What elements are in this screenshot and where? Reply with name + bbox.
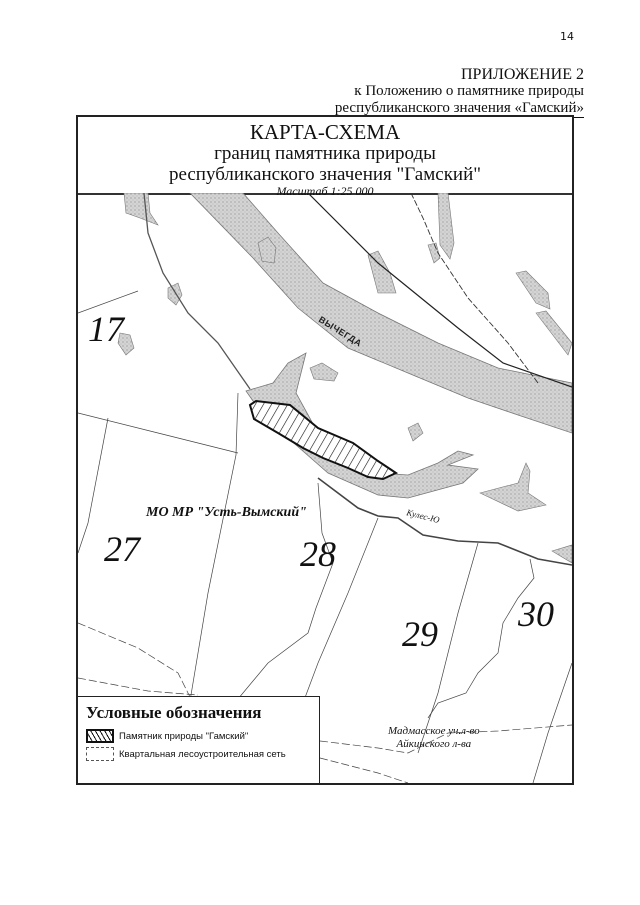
map-graphic: ВЫЧЕГДА Кулес-Ю: [78, 193, 572, 783]
page-number: 14: [560, 30, 574, 43]
legend: Условные обозначения Памятник природы "Г…: [78, 696, 320, 783]
map-frame: КАРТА-СХЕМА границ памятника природы рес…: [76, 115, 574, 785]
dashed-outline-icon: [86, 747, 114, 761]
river-vychegda: [189, 193, 572, 434]
appendix-line-2: к Положению о памятнике природы: [354, 83, 584, 99]
quarter-30: 30: [518, 594, 554, 634]
legend-item-quarter-network: Квартальная лесоустроительная сеть: [86, 747, 311, 761]
stream-kules-yu: [317, 477, 572, 566]
quarter-17: 17: [88, 309, 124, 349]
legend-title: Условные обозначения: [86, 703, 262, 722]
forest-label-line-1: Мадмасское уч.л-во: [388, 725, 480, 737]
map-subtitle-1: границ памятника природы: [214, 143, 436, 164]
legend-item-label: Памятник природы "Гамский": [119, 730, 249, 742]
quarter-29: 29: [402, 614, 438, 654]
municipality-label: МО МР "Усть-Вымский": [146, 505, 307, 520]
map-scale: Масштаб 1:25 000: [276, 184, 374, 198]
quarter-28: 28: [300, 534, 336, 574]
forest-label-line-2: Айкинского л-ва: [396, 738, 472, 750]
hatched-area-icon: [86, 729, 114, 743]
legend-item-monument: Памятник природы "Гамский": [86, 729, 311, 743]
appendix-header: ПРИЛОЖЕНИЕ 2 к Положению о памятнике при…: [334, 66, 584, 118]
stream-label: Кулес-Ю: [405, 507, 442, 525]
appendix-title: ПРИЛОЖЕНИЕ 2: [460, 66, 584, 83]
quarter-27: 27: [104, 529, 140, 569]
monument-gamsky-area: [248, 399, 399, 481]
map-title-box: КАРТА-СХЕМА границ памятника природы рес…: [78, 117, 572, 198]
map-title: КАРТА-СХЕМА: [249, 120, 401, 144]
map-area: ВЫЧЕГДА Кулес-Ю 17 27 28 29 30 МО МР "Ус…: [78, 193, 572, 783]
map-subtitle-2: республиканского значения "Гамский": [168, 164, 482, 185]
legend-item-label: Квартальная лесоустроительная сеть: [119, 748, 286, 760]
forest-district-label: Мадмасское уч.л-во Айкинского л-ва: [388, 725, 480, 751]
